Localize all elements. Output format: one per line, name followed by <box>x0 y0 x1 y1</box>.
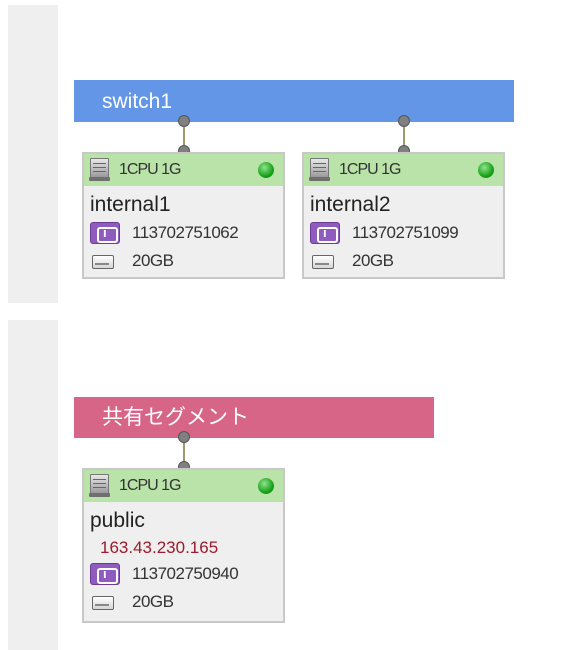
server-name[interactable]: public <box>90 509 145 532</box>
network-shared-segment-bar[interactable]: 共有セグメント <box>74 397 434 438</box>
disk-size: 20GB <box>132 592 174 611</box>
disk-row: 20GB <box>304 247 503 275</box>
network-switch1-bar[interactable]: switch1 <box>74 80 514 122</box>
network-name: 共有セグメント <box>102 406 249 429</box>
port-dot <box>178 115 190 127</box>
disk-size: 20GB <box>352 251 394 270</box>
disk-size: 20GB <box>132 251 174 270</box>
disk-row: 20GB <box>84 588 283 616</box>
info-id-icon[interactable]: i <box>90 222 120 244</box>
server-card-internal2[interactable]: 1CPU 1G internal2 i 113702751099 20GB <box>302 152 505 279</box>
cable-line <box>403 127 405 147</box>
port-dot <box>178 431 190 443</box>
server-name[interactable]: internal2 <box>310 193 391 216</box>
server-icon <box>309 158 330 182</box>
network-name: switch1 <box>102 89 173 113</box>
server-icon <box>89 158 110 182</box>
server-id: 113702750940 <box>132 564 239 583</box>
info-id-icon[interactable]: i <box>90 563 120 585</box>
server-spec: 1CPU 1G <box>119 477 181 494</box>
disk-row: 20GB <box>84 247 283 275</box>
disk-icon[interactable] <box>312 253 334 269</box>
server-id: 113702751062 <box>132 223 239 242</box>
info-id-icon[interactable]: i <box>310 222 340 244</box>
server-icon <box>89 474 110 498</box>
cable-line <box>183 127 185 147</box>
server-spec: 1CPU 1G <box>119 161 181 178</box>
server-id-row: i 113702751099 <box>304 219 503 247</box>
cable-line <box>183 443 185 463</box>
server-id-row: i 113702751062 <box>84 219 283 247</box>
server-name[interactable]: internal1 <box>90 193 171 216</box>
server-card-header: 1CPU 1G <box>84 154 283 186</box>
server-card-public[interactable]: 1CPU 1G public 163.43.230.165 i 11370275… <box>82 468 285 623</box>
server-card-internal1[interactable]: 1CPU 1G internal1 i 113702751062 20GB <box>82 152 285 279</box>
disk-icon[interactable] <box>92 594 114 610</box>
status-indicator-icon <box>478 162 494 178</box>
left-panel-strip-top <box>8 5 58 303</box>
server-card-header: 1CPU 1G <box>304 154 503 186</box>
server-id-row: i 113702750940 <box>84 560 283 588</box>
server-spec: 1CPU 1G <box>339 161 401 178</box>
server-card-header: 1CPU 1G <box>84 470 283 502</box>
disk-icon[interactable] <box>92 253 114 269</box>
status-indicator-icon <box>258 162 274 178</box>
port-dot <box>398 115 410 127</box>
left-panel-strip-bottom <box>8 320 58 650</box>
server-ip-address: 163.43.230.165 <box>100 538 219 557</box>
server-id: 113702751099 <box>352 223 459 242</box>
status-indicator-icon <box>258 478 274 494</box>
